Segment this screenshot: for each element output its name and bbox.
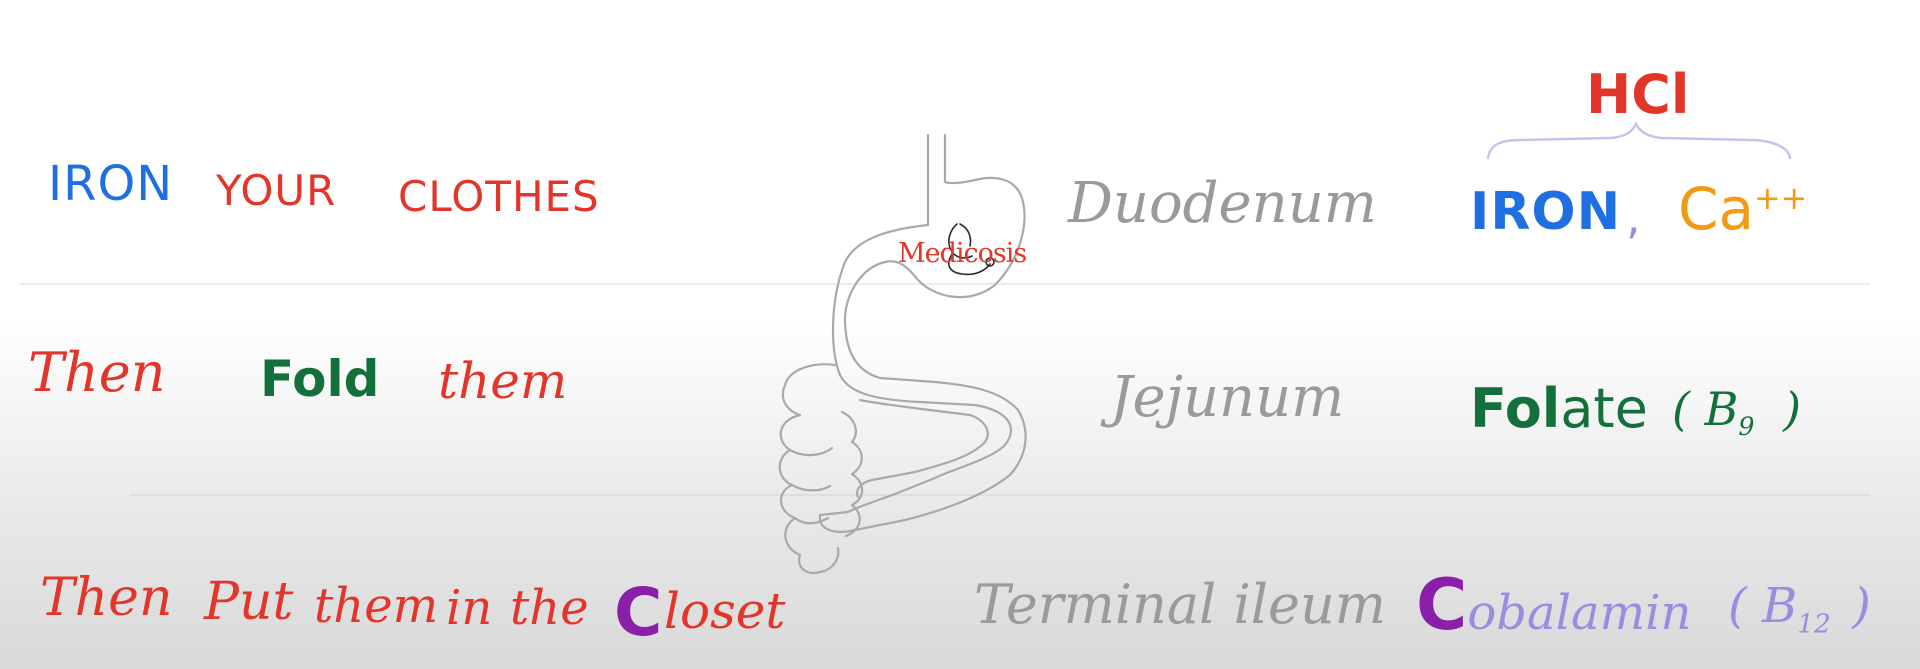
medicosis-logo: Medicosis	[898, 220, 1027, 280]
calcium-charge: ++	[1754, 179, 1808, 217]
mnemonic-word-them-2: them	[314, 578, 439, 634]
segment-duodenum: Duodenum	[1068, 171, 1377, 236]
b12-subscript: 12	[1797, 608, 1831, 640]
mnemonic-word-clothes: CLOTHES	[398, 172, 600, 221]
mnemonic-word-closet-initial: C	[614, 574, 663, 651]
nutrient-b12: ( B12 )	[1728, 582, 1871, 638]
label-hcl: HCl	[1586, 63, 1690, 126]
cobalamin-initial: C	[1416, 564, 1468, 646]
cobalamin-rest: obalamin	[1467, 585, 1692, 641]
divider-line	[130, 494, 1870, 496]
mnemonic-word-then-2: Then	[40, 568, 173, 628]
b9-close: )	[1783, 382, 1802, 436]
stethoscope-icon	[948, 223, 995, 276]
mnemonic-word-then: Then	[28, 341, 166, 404]
nutrient-calcium: Ca++	[1678, 180, 1808, 238]
b9-open: ( B	[1672, 382, 1739, 436]
divider-line	[20, 283, 1870, 285]
b12-close: )	[1852, 578, 1871, 634]
mnemonic-word-the: the	[510, 580, 589, 636]
calcium-symbol: Ca	[1678, 175, 1755, 243]
mnemonic-word-your: YOUR	[216, 166, 337, 215]
b9-subscript: 9	[1738, 412, 1755, 442]
mnemonic-word-iron: IRON	[48, 156, 174, 212]
segment-terminal-ileum: Terminal ileum	[974, 573, 1386, 636]
nutrient-b9: ( B9 )	[1672, 386, 1801, 439]
mnemonic-word-closet-rest: loset	[664, 582, 786, 640]
nutrient-iron: IRON	[1470, 182, 1622, 242]
mnemonic-word-put: Put	[204, 572, 294, 632]
nutrient-comma: ,	[1626, 190, 1641, 244]
mnemonic-word-them: them	[438, 352, 568, 410]
segment-jejunum: Jejunum	[1110, 365, 1345, 430]
logo-text: Medicosis	[898, 238, 1027, 269]
mnemonic-word-fold: Fold	[260, 350, 380, 408]
nutrient-folate: Folate	[1470, 382, 1648, 436]
folate-bold: Fol	[1470, 377, 1561, 440]
nutrient-cobalamin: Cobalamin	[1416, 570, 1691, 640]
folate-rest: ate	[1560, 377, 1648, 440]
mnemonic-word-in: in	[446, 580, 493, 636]
b12-open: ( B	[1728, 578, 1798, 634]
